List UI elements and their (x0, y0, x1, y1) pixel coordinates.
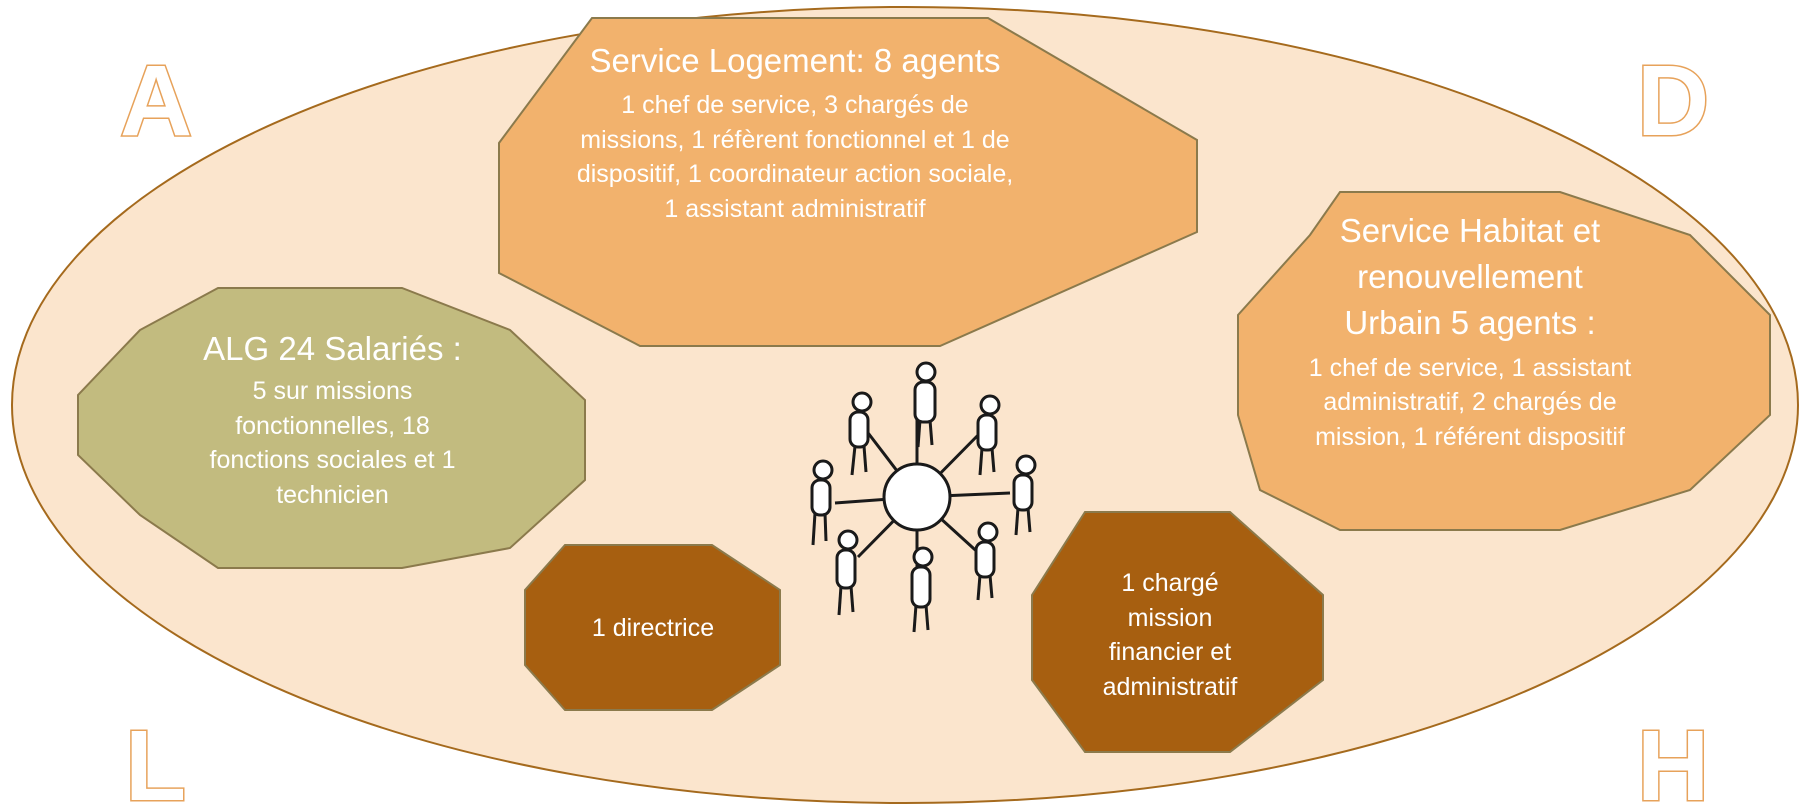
person-figure (835, 529, 859, 616)
node-logement-body: 1 chef de service, 3 chargés de missions… (576, 91, 1014, 223)
node-directrice-body: 1 directrice (591, 613, 715, 642)
node-charge-body: 1 chargé mission financier et administra… (1102, 569, 1238, 701)
node-logement-shape (498, 17, 1198, 347)
node-habitat-shape (1237, 191, 1771, 531)
person-figure (974, 521, 999, 601)
node-alg: ALG 24 Salariés : 5 sur missions fonctio… (160, 330, 505, 540)
corner-letter-d: D (1637, 45, 1709, 157)
person-figure (910, 546, 934, 633)
corner-letter-a: A (120, 45, 192, 157)
person-figure (810, 459, 834, 546)
person-figure (1012, 454, 1037, 536)
node-logement-title: Service Logement: 8 agents (589, 42, 1001, 79)
node-charge: 1 chargé mission financier et administra… (1070, 520, 1270, 750)
node-directrice-shape (524, 544, 781, 711)
node-alg-title: ALG 24 Salariés : (203, 330, 462, 367)
person-figure (913, 361, 937, 448)
node-habitat-body: 1 chef de service, 1 assistant administr… (1308, 353, 1632, 451)
node-directrice: 1 directrice (530, 548, 776, 708)
person-figure (848, 391, 873, 476)
people-network-illustration (810, 361, 1037, 633)
person-figure (976, 394, 1001, 476)
node-habitat-title: Service Habitat et renouvellement Urbain… (1339, 212, 1601, 342)
node-alg-body: 5 sur missions fonctionnelles, 18 foncti… (209, 377, 456, 509)
corner-letter-l: L (125, 710, 186, 811)
node-logement: Service Logement: 8 agents 1 chef de ser… (577, 42, 1013, 292)
node-alg-shape (77, 287, 586, 569)
node-habitat: Service Habitat et renouvellement Urbain… (1309, 208, 1631, 528)
corner-letter-h: H (1637, 710, 1709, 811)
network-hub-circle (882, 462, 952, 532)
node-charge-shape (1031, 511, 1324, 753)
